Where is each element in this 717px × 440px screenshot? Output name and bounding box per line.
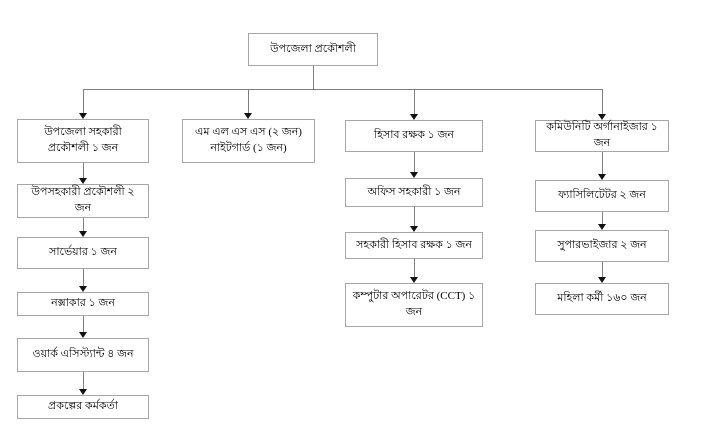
connector-col3-3 <box>414 259 415 277</box>
arrow-down-icon <box>79 389 87 395</box>
connector-col1-3 <box>83 269 84 286</box>
connector-col3-1 <box>414 152 415 172</box>
arrow-down-icon <box>598 114 606 120</box>
connector-root-stem <box>313 66 314 89</box>
org-node-mlss-nightguard: এম এল এস এস (২ জন) নাইটগার্ড (১ জন) <box>182 119 315 163</box>
org-node-draftsman: নক্সাকার ১ জন <box>17 292 149 316</box>
arrow-down-icon <box>598 277 606 283</box>
connector-col4-1 <box>602 152 603 174</box>
org-node-office-assistant: অফিস সহকারী ১ জন <box>345 178 483 207</box>
arrow-down-icon <box>410 172 418 178</box>
arrow-down-icon <box>79 113 87 119</box>
connector-col1-5 <box>83 372 84 389</box>
connector-drop-col4 <box>602 89 603 114</box>
connector-col1-2 <box>83 218 84 231</box>
org-node-upazila-assistant-engineer: উপজেলা সহকারী প্রকৌশলী ১ জন <box>17 119 149 163</box>
connector-drop-col1 <box>83 89 84 113</box>
arrow-down-icon <box>79 231 87 237</box>
org-node-female-worker: মহিলা কর্মী ১৬০ জন <box>535 283 669 315</box>
connector-col4-2 <box>602 212 603 224</box>
connector-col3-2 <box>414 207 415 226</box>
arrow-down-icon <box>244 113 252 119</box>
arrow-down-icon <box>410 277 418 283</box>
org-node-computer-operator: কম্পুটার অপারেটর (CCT) ১ জন <box>345 283 483 327</box>
arrow-down-icon <box>79 286 87 292</box>
arrow-down-icon <box>598 224 606 230</box>
org-node-project-officer: প্রকল্পের কর্মকর্তা <box>17 395 149 419</box>
arrow-down-icon <box>410 114 418 120</box>
org-node-surveyor: সার্ভেয়ার ১ জন <box>17 237 149 269</box>
org-node-facilitator: ফ্যাসিলিটেটর ২ জন <box>535 180 669 212</box>
connector-col1-1 <box>83 163 84 178</box>
connector-drop-col2 <box>248 89 249 113</box>
org-node-upazila-engineer: উপজেলা প্রকৌশলী <box>248 33 378 66</box>
arrow-down-icon <box>79 178 87 184</box>
connector-drop-col3 <box>414 89 415 114</box>
org-node-community-organizer: কমিউনিটি অর্গানাইজার ১ জন <box>535 120 669 152</box>
arrow-down-icon <box>410 226 418 232</box>
org-node-accountant: হিসাব রক্ষক ১ জন <box>345 120 483 152</box>
org-node-supervisor: সুপারভাইজার ২ জন <box>535 230 669 262</box>
connector-col1-4 <box>83 316 84 332</box>
org-node-sub-assistant-engineer: উপসহকারী প্রকৌশলী ২ জন <box>17 184 149 218</box>
arrow-down-icon <box>79 332 87 338</box>
org-node-work-assistant: ওয়ার্ক এসিস্ট্যান্ট ৪ জন <box>17 338 149 372</box>
connector-col4-3 <box>602 262 603 277</box>
connector-main-rail <box>83 89 603 90</box>
org-node-assistant-accountant: সহকারী হিসাব রক্ষক ১ জন <box>345 232 483 259</box>
arrow-down-icon <box>598 174 606 180</box>
